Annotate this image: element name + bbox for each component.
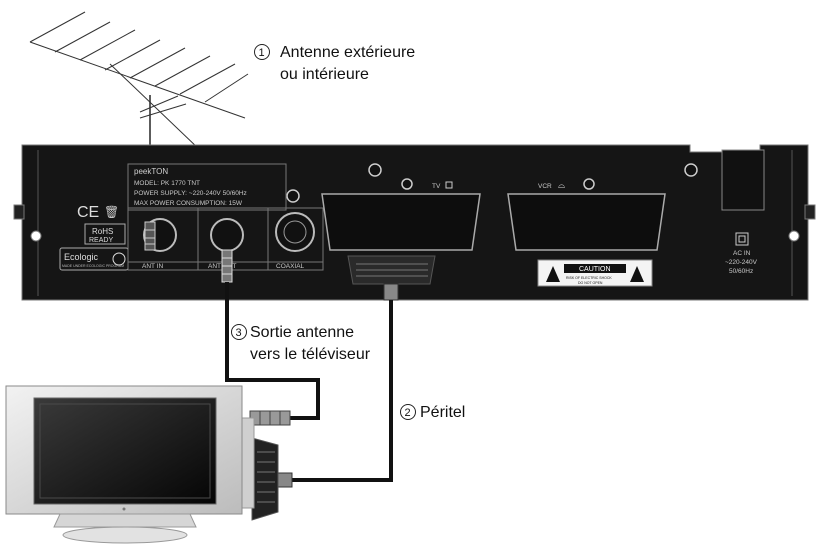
ant-in-label: ANT IN — [142, 263, 163, 270]
ant-out-port — [210, 218, 244, 252]
scart-cable — [251, 255, 436, 521]
brand-label: peekTON — [134, 167, 168, 176]
tv-power-led — [122, 507, 126, 511]
callout-1: 1 Antenne extérieure ou intérieure — [254, 44, 415, 83]
television-illustration — [5, 385, 255, 544]
callout-1-number: 1 — [259, 47, 265, 59]
callout-3-line2: vers le téléviseur — [250, 346, 371, 363]
power-socket-icon — [735, 232, 749, 246]
model-label: MODEL: PK 1770 TNT — [134, 180, 200, 187]
ac-voltage-label: ~220-240V — [725, 259, 758, 266]
screw-icon — [368, 163, 382, 177]
exclamation-warning-icon — [630, 266, 644, 282]
antenna-illustration — [29, 11, 249, 225]
coaxial-port — [275, 212, 315, 252]
tv-icon — [445, 181, 453, 189]
scart-tv-label: TV — [432, 183, 441, 190]
caution-line1: RISK OF ELECTRIC SHOCK — [566, 276, 612, 280]
max-power-label: MAX POWER CONSUMPTION: 15W — [134, 200, 243, 207]
callout-2-number: 2 — [405, 407, 411, 419]
callout-2-line1: Péritel — [420, 404, 465, 421]
scart-tv-port — [321, 193, 481, 251]
caution-title: CAUTION — [579, 266, 611, 273]
coaxial-label: COAXIAL — [276, 263, 305, 270]
ce-mark: CE — [77, 204, 99, 221]
callout-3-line1: Sortie antenne — [250, 324, 354, 341]
ecologic-sub-label: MADE UNDER ECOLOGIC PROGRAM — [62, 264, 124, 268]
weee-bin-icon: 🗑 — [104, 205, 119, 219]
rf-cable — [221, 249, 320, 426]
callout-3: 3 Sortie antenne vers le téléviseur — [231, 324, 371, 363]
screw-icon — [583, 178, 595, 190]
shock-warning-icon — [546, 266, 560, 282]
callout-2: 2 Péritel — [400, 404, 465, 421]
ac-in-label: AC IN — [733, 250, 751, 257]
antenna-plug — [144, 221, 156, 251]
rohs-label: RoHS — [92, 227, 113, 236]
screw-icon — [286, 189, 300, 203]
caution-line2: DO NOT OPEN — [578, 281, 603, 285]
screw-icon — [401, 178, 413, 190]
rohs-ready-label: READY — [89, 237, 113, 244]
callout-1-line1: Antenne extérieure — [280, 44, 415, 61]
ac-freq-label: 50/60Hz — [729, 268, 753, 275]
power-supply-label: POWER SUPPLY: ~220-240V 50/60Hz — [134, 190, 247, 197]
callout-1-line2: ou intérieure — [280, 66, 369, 83]
scart-vcr-label: VCR — [538, 183, 552, 190]
callout-3-number: 3 — [236, 327, 242, 339]
screw-icon — [684, 163, 698, 177]
ecologic-logo-icon — [112, 252, 126, 266]
ecologic-label: Ecologic — [64, 252, 99, 262]
scart-vcr-port — [507, 193, 666, 251]
receiver-rear-panel: peekTON MODEL: PK 1770 TNT POWER SUPPLY:… — [13, 144, 816, 301]
tape-icon: ⌓ — [558, 181, 565, 191]
